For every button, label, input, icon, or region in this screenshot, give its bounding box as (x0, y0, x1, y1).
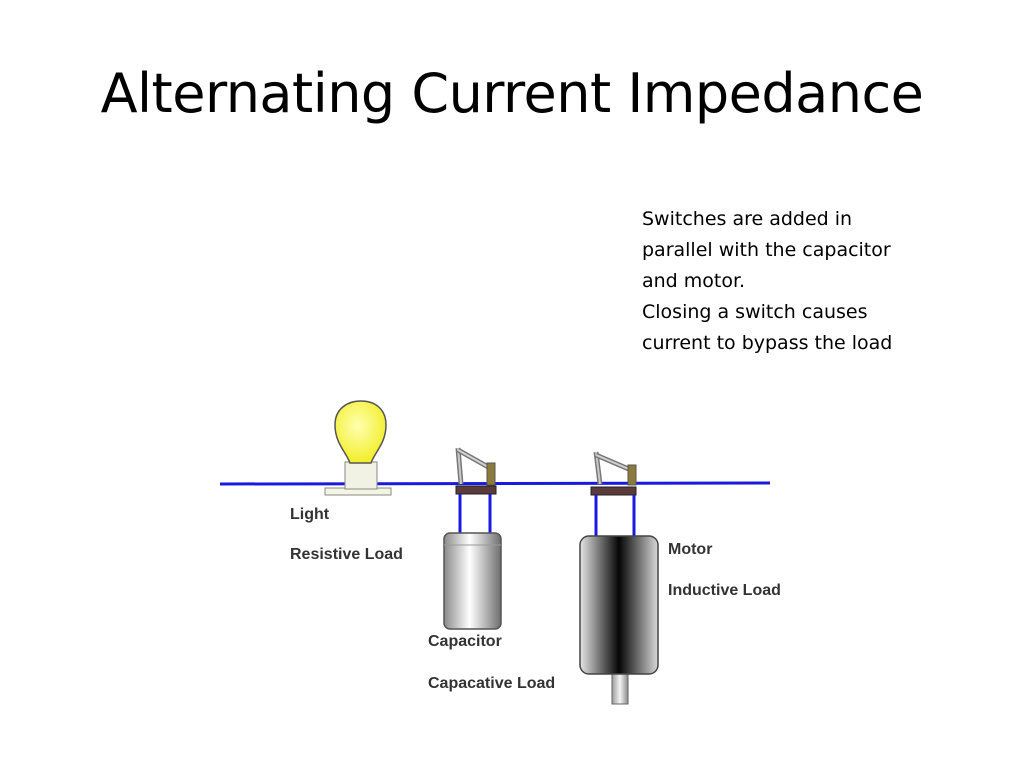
note-line: Closing a switch causes (642, 301, 868, 323)
motor-switch-icon (590, 451, 637, 496)
note-line: current to bypass the load (642, 332, 893, 354)
capacitor-label: Capacitor (428, 633, 502, 650)
capacitor-switch-icon (455, 447, 497, 495)
note-line: parallel with the capacitor (642, 239, 891, 261)
note-line: and motor. (642, 270, 746, 292)
capacitor-load-type: Capacative Load (428, 675, 556, 692)
motor-wires (594, 495, 636, 540)
note-line: Switches are added in (642, 208, 853, 230)
capacitor-icon (443, 532, 502, 630)
light-label: Light (290, 506, 330, 523)
motor-label: Motor (668, 541, 713, 558)
explanation-text: Switches are added in parallel with the … (642, 204, 942, 359)
light-load-type: Resistive Load (290, 546, 403, 563)
capacitor-wires (458, 494, 492, 538)
light-bulb-icon (324, 400, 392, 496)
motor-load-type: Inductive Load (668, 582, 781, 599)
motor-icon (579, 535, 659, 705)
slide-title: Alternating Current Impedance (100, 62, 924, 125)
